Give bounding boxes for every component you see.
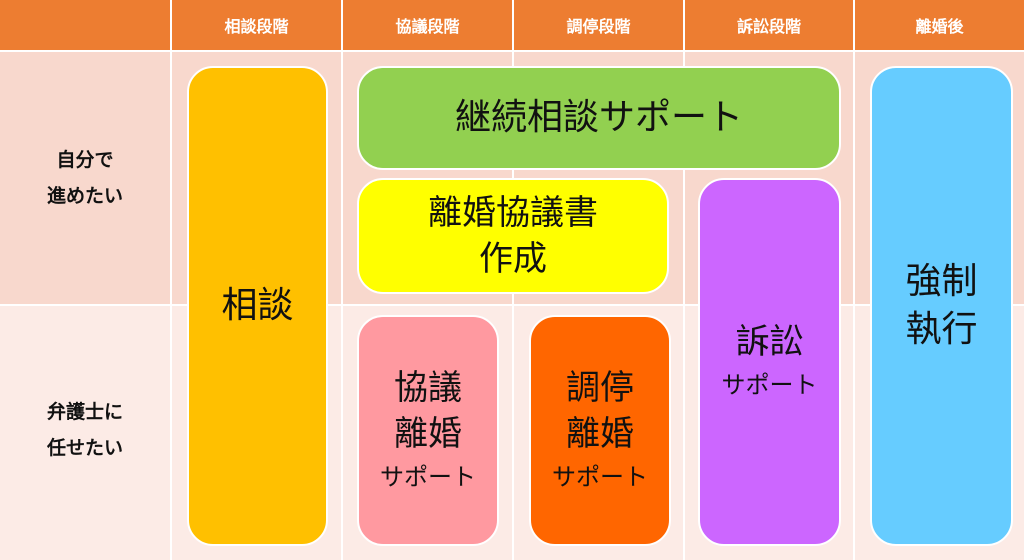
continuous-consultation-box[interactable]: 継続相談サポート xyxy=(357,66,841,170)
negotiation-line1: 協議 xyxy=(394,367,462,408)
consultation-label: 相談 xyxy=(221,285,294,326)
mediation-line2: 離婚 xyxy=(566,413,634,454)
grid-line xyxy=(683,0,685,560)
enforcement-line1: 強制 xyxy=(905,261,978,302)
consultation-box[interactable]: 相談 xyxy=(187,66,328,546)
row-label-lawyer: 弁護士に 任せたい xyxy=(0,394,170,466)
compulsory-enforcement-box[interactable]: 強制 執行 xyxy=(870,66,1013,546)
grid-line xyxy=(341,0,343,560)
header-corner xyxy=(0,0,170,50)
row-label-lawyer-line2: 任せたい xyxy=(46,437,123,459)
grid-line xyxy=(170,0,172,560)
negotiation-line2: 離婚 xyxy=(394,413,462,454)
litigation-support-box[interactable]: 訴訟 サポート xyxy=(698,178,841,546)
header-consultation-stage: 相談段階 xyxy=(172,0,341,50)
negotiated-divorce-support-box[interactable]: 協議 離婚 サポート xyxy=(357,315,499,546)
continuous-consultation-label: 継続相談サポート xyxy=(454,97,743,138)
litigation-sub: サポート xyxy=(721,371,818,399)
mediated-divorce-support-box[interactable]: 調停 離婚 サポート xyxy=(529,315,671,546)
divorce-agreement-document-box[interactable]: 離婚協議書 作成 xyxy=(357,178,669,294)
enforcement-line2: 執行 xyxy=(905,309,978,350)
agreement-doc-line2: 作成 xyxy=(479,239,547,279)
row-label-self-line1: 自分で xyxy=(56,149,114,171)
header-after-divorce: 離婚後 xyxy=(855,0,1024,50)
agreement-doc-line1: 離婚協議書 xyxy=(428,193,598,233)
mediation-line1: 調停 xyxy=(566,367,634,408)
row-label-lawyer-line1: 弁護士に xyxy=(46,401,123,423)
row-label-self-line2: 進めたい xyxy=(46,185,123,207)
litigation-line1: 訴訟 xyxy=(735,322,804,362)
row-label-self: 自分で 進めたい xyxy=(0,142,170,214)
header-mediation-stage: 調停段階 xyxy=(514,0,683,50)
mediation-sub: サポート xyxy=(552,462,648,491)
header-litigation-stage: 訴訟段階 xyxy=(685,0,853,50)
header-negotiation-stage: 協議段階 xyxy=(343,0,512,50)
negotiation-sub: サポート xyxy=(380,462,476,491)
grid-line xyxy=(853,0,855,560)
